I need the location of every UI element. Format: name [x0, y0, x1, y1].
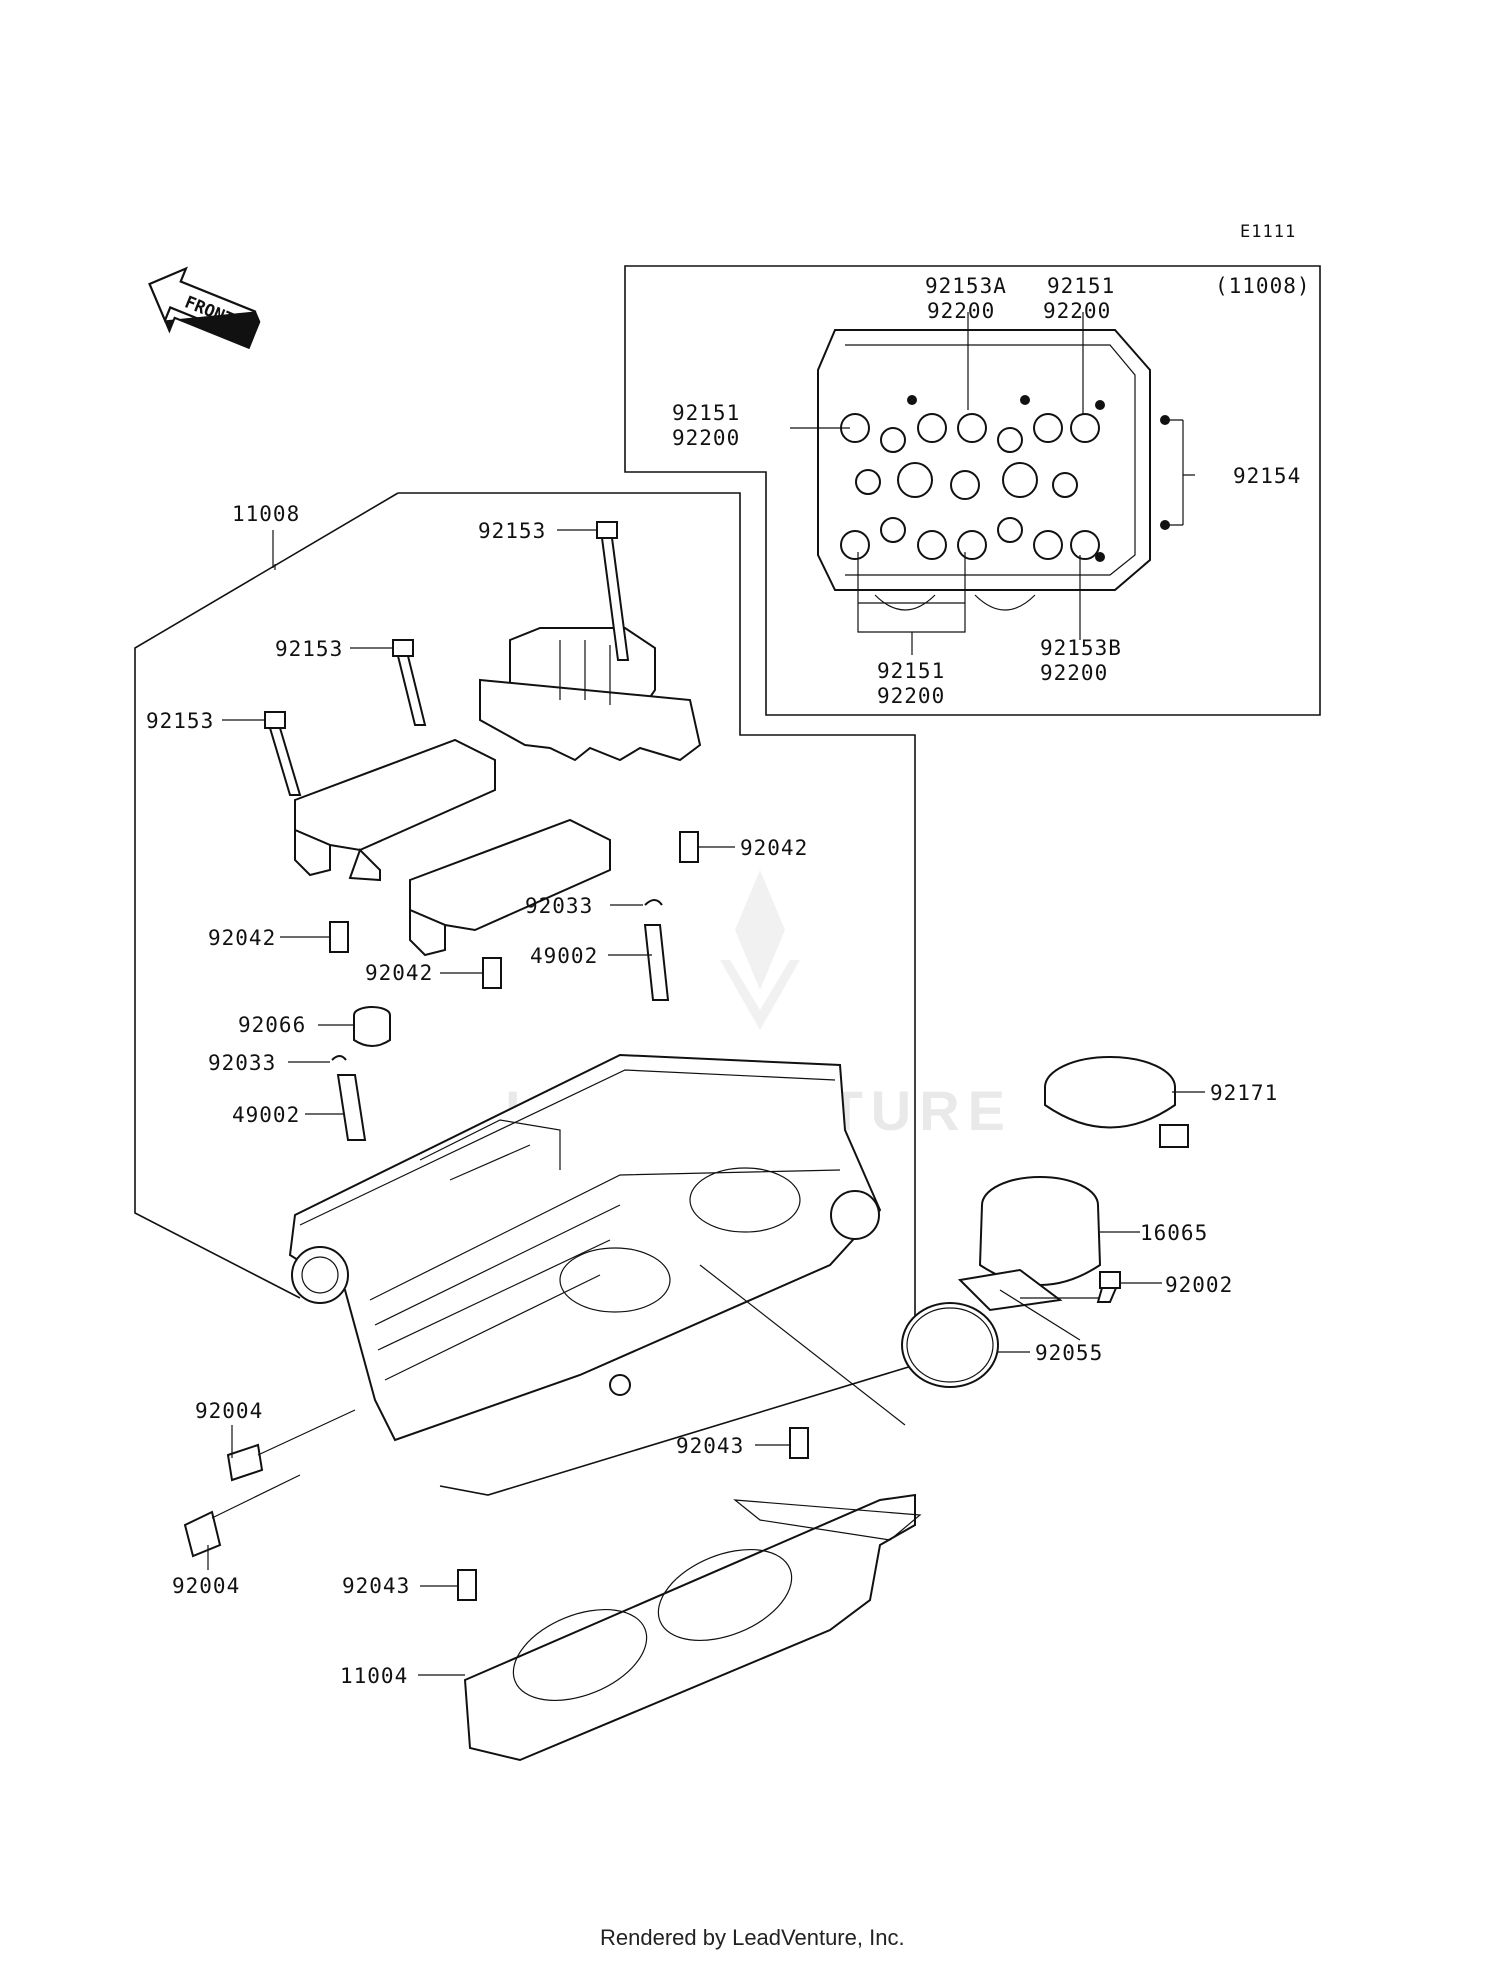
- dowel-92042-c: [482, 957, 502, 989]
- label-92043-a: 92043: [676, 1434, 744, 1458]
- label-92153-c: 92153: [146, 709, 214, 733]
- plug-92066: [353, 1006, 391, 1047]
- label-92171: 92171: [1210, 1081, 1278, 1105]
- head-gasket-11004: [463, 1493, 922, 1762]
- label-92055: 92055: [1035, 1341, 1103, 1365]
- clip-92033-a: [644, 899, 663, 906]
- bolt-92153-c: [264, 711, 302, 796]
- bolt-92002: [1096, 1271, 1121, 1303]
- dowel-92043-a: [789, 1427, 809, 1459]
- shaft-49002-a: [643, 924, 670, 1001]
- shaft-49002-b: [336, 1074, 367, 1141]
- label-92042-a: 92042: [740, 836, 808, 860]
- head-top-view: [817, 329, 1170, 611]
- dowel-92042-a: [679, 831, 699, 863]
- label-92042-b: 92042: [208, 926, 276, 950]
- label-92004-b: 92004: [172, 1574, 240, 1598]
- inset-label-l-1: 92151: [672, 401, 740, 425]
- label-92004-a: 92004: [195, 1399, 263, 1423]
- label-92042-c: 92042: [365, 961, 433, 985]
- label-11008: 11008: [232, 502, 300, 526]
- cylinder-head: [288, 1053, 882, 1442]
- inset-label-bl-1: 92151: [877, 659, 945, 683]
- label-49002-a: 49002: [530, 944, 598, 968]
- dowel-92043-b: [457, 1569, 477, 1601]
- footer-credit: Rendered by LeadVenture, Inc.: [600, 1925, 905, 1950]
- cam-cap-right: [409, 818, 611, 957]
- bolt-92153-a: [596, 521, 630, 661]
- diagram-code: E1111: [1240, 222, 1296, 242]
- inset-label-br-1: 92153B: [1040, 636, 1122, 660]
- inset-label-br-2: 92200: [1040, 661, 1108, 685]
- label-92033-a: 92033: [525, 894, 593, 918]
- clamp-92171: [1044, 1056, 1189, 1148]
- label-49002-b: 49002: [232, 1103, 300, 1127]
- clip-92033-b: [331, 1055, 347, 1061]
- front-arrow-icon: FRONT: [148, 266, 261, 350]
- label-92153-a: 92153: [478, 519, 546, 543]
- label-92066: 92066: [238, 1013, 306, 1037]
- dowel-92042-b: [329, 921, 349, 953]
- cam-cap-left: [294, 738, 496, 882]
- label-92002: 92002: [1165, 1273, 1233, 1297]
- o-ring-92055: [901, 1302, 999, 1388]
- inset-ref: (11008): [1215, 274, 1311, 298]
- bolt-92153-b: [392, 639, 427, 726]
- intake-16065: [957, 1176, 1102, 1312]
- inset-label-tl-1: 92153A: [925, 274, 1007, 298]
- inset-label-tr-1: 92151: [1047, 274, 1115, 298]
- inset-label-tr-2: 92200: [1043, 299, 1111, 323]
- stud-92004-b: [183, 1474, 301, 1558]
- inset-label-tl-2: 92200: [927, 299, 995, 323]
- label-11004: 11004: [340, 1664, 408, 1688]
- inset-label-l-2: 92200: [672, 426, 740, 450]
- cam-holder-rear: [479, 627, 702, 762]
- inset-label-r: 92154: [1233, 464, 1301, 488]
- inset-label-bl-2: 92200: [877, 684, 945, 708]
- label-92043-b: 92043: [342, 1574, 410, 1598]
- inset-panel: (11008) 92153A 92200 92: [624, 265, 1321, 716]
- label-92033-b: 92033: [208, 1051, 276, 1075]
- label-92153-b: 92153: [275, 637, 343, 661]
- assembly-outline: [134, 492, 916, 1496]
- stud-92004-a: [226, 1409, 356, 1482]
- label-16065: 16065: [1140, 1221, 1208, 1245]
